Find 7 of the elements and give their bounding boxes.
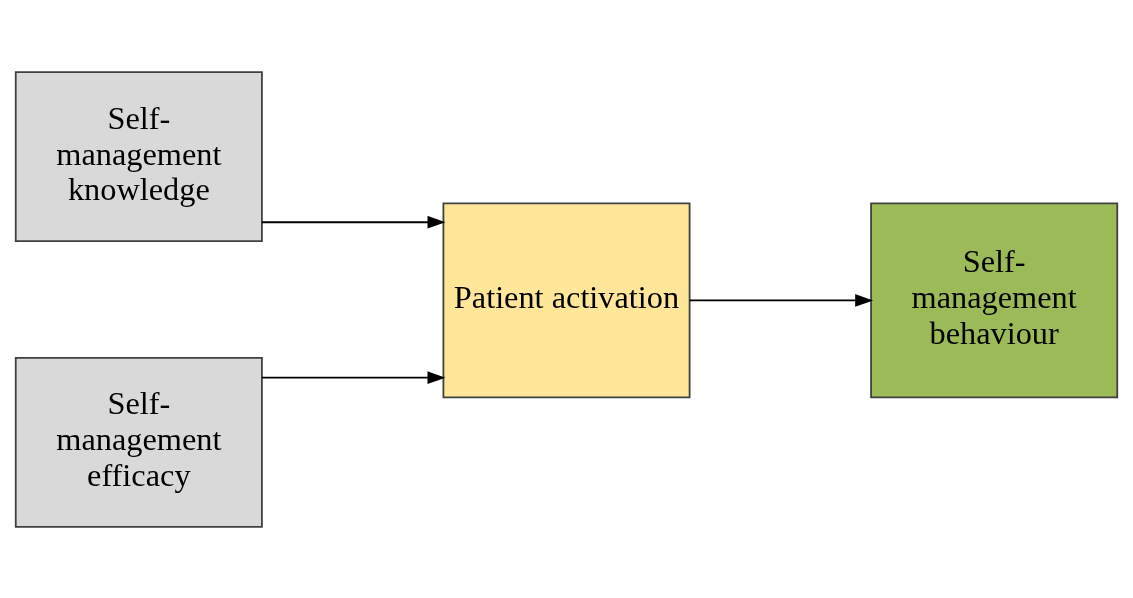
arrow — [261, 215, 446, 229]
node-box: Patient activation — [442, 201, 691, 398]
arrow — [261, 370, 446, 384]
arrow — [688, 293, 874, 307]
node-box: Self-management efficacy — [14, 356, 263, 528]
node-box: Self-management behaviour — [870, 201, 1119, 398]
node-box: Self-management knowledge — [14, 70, 263, 242]
